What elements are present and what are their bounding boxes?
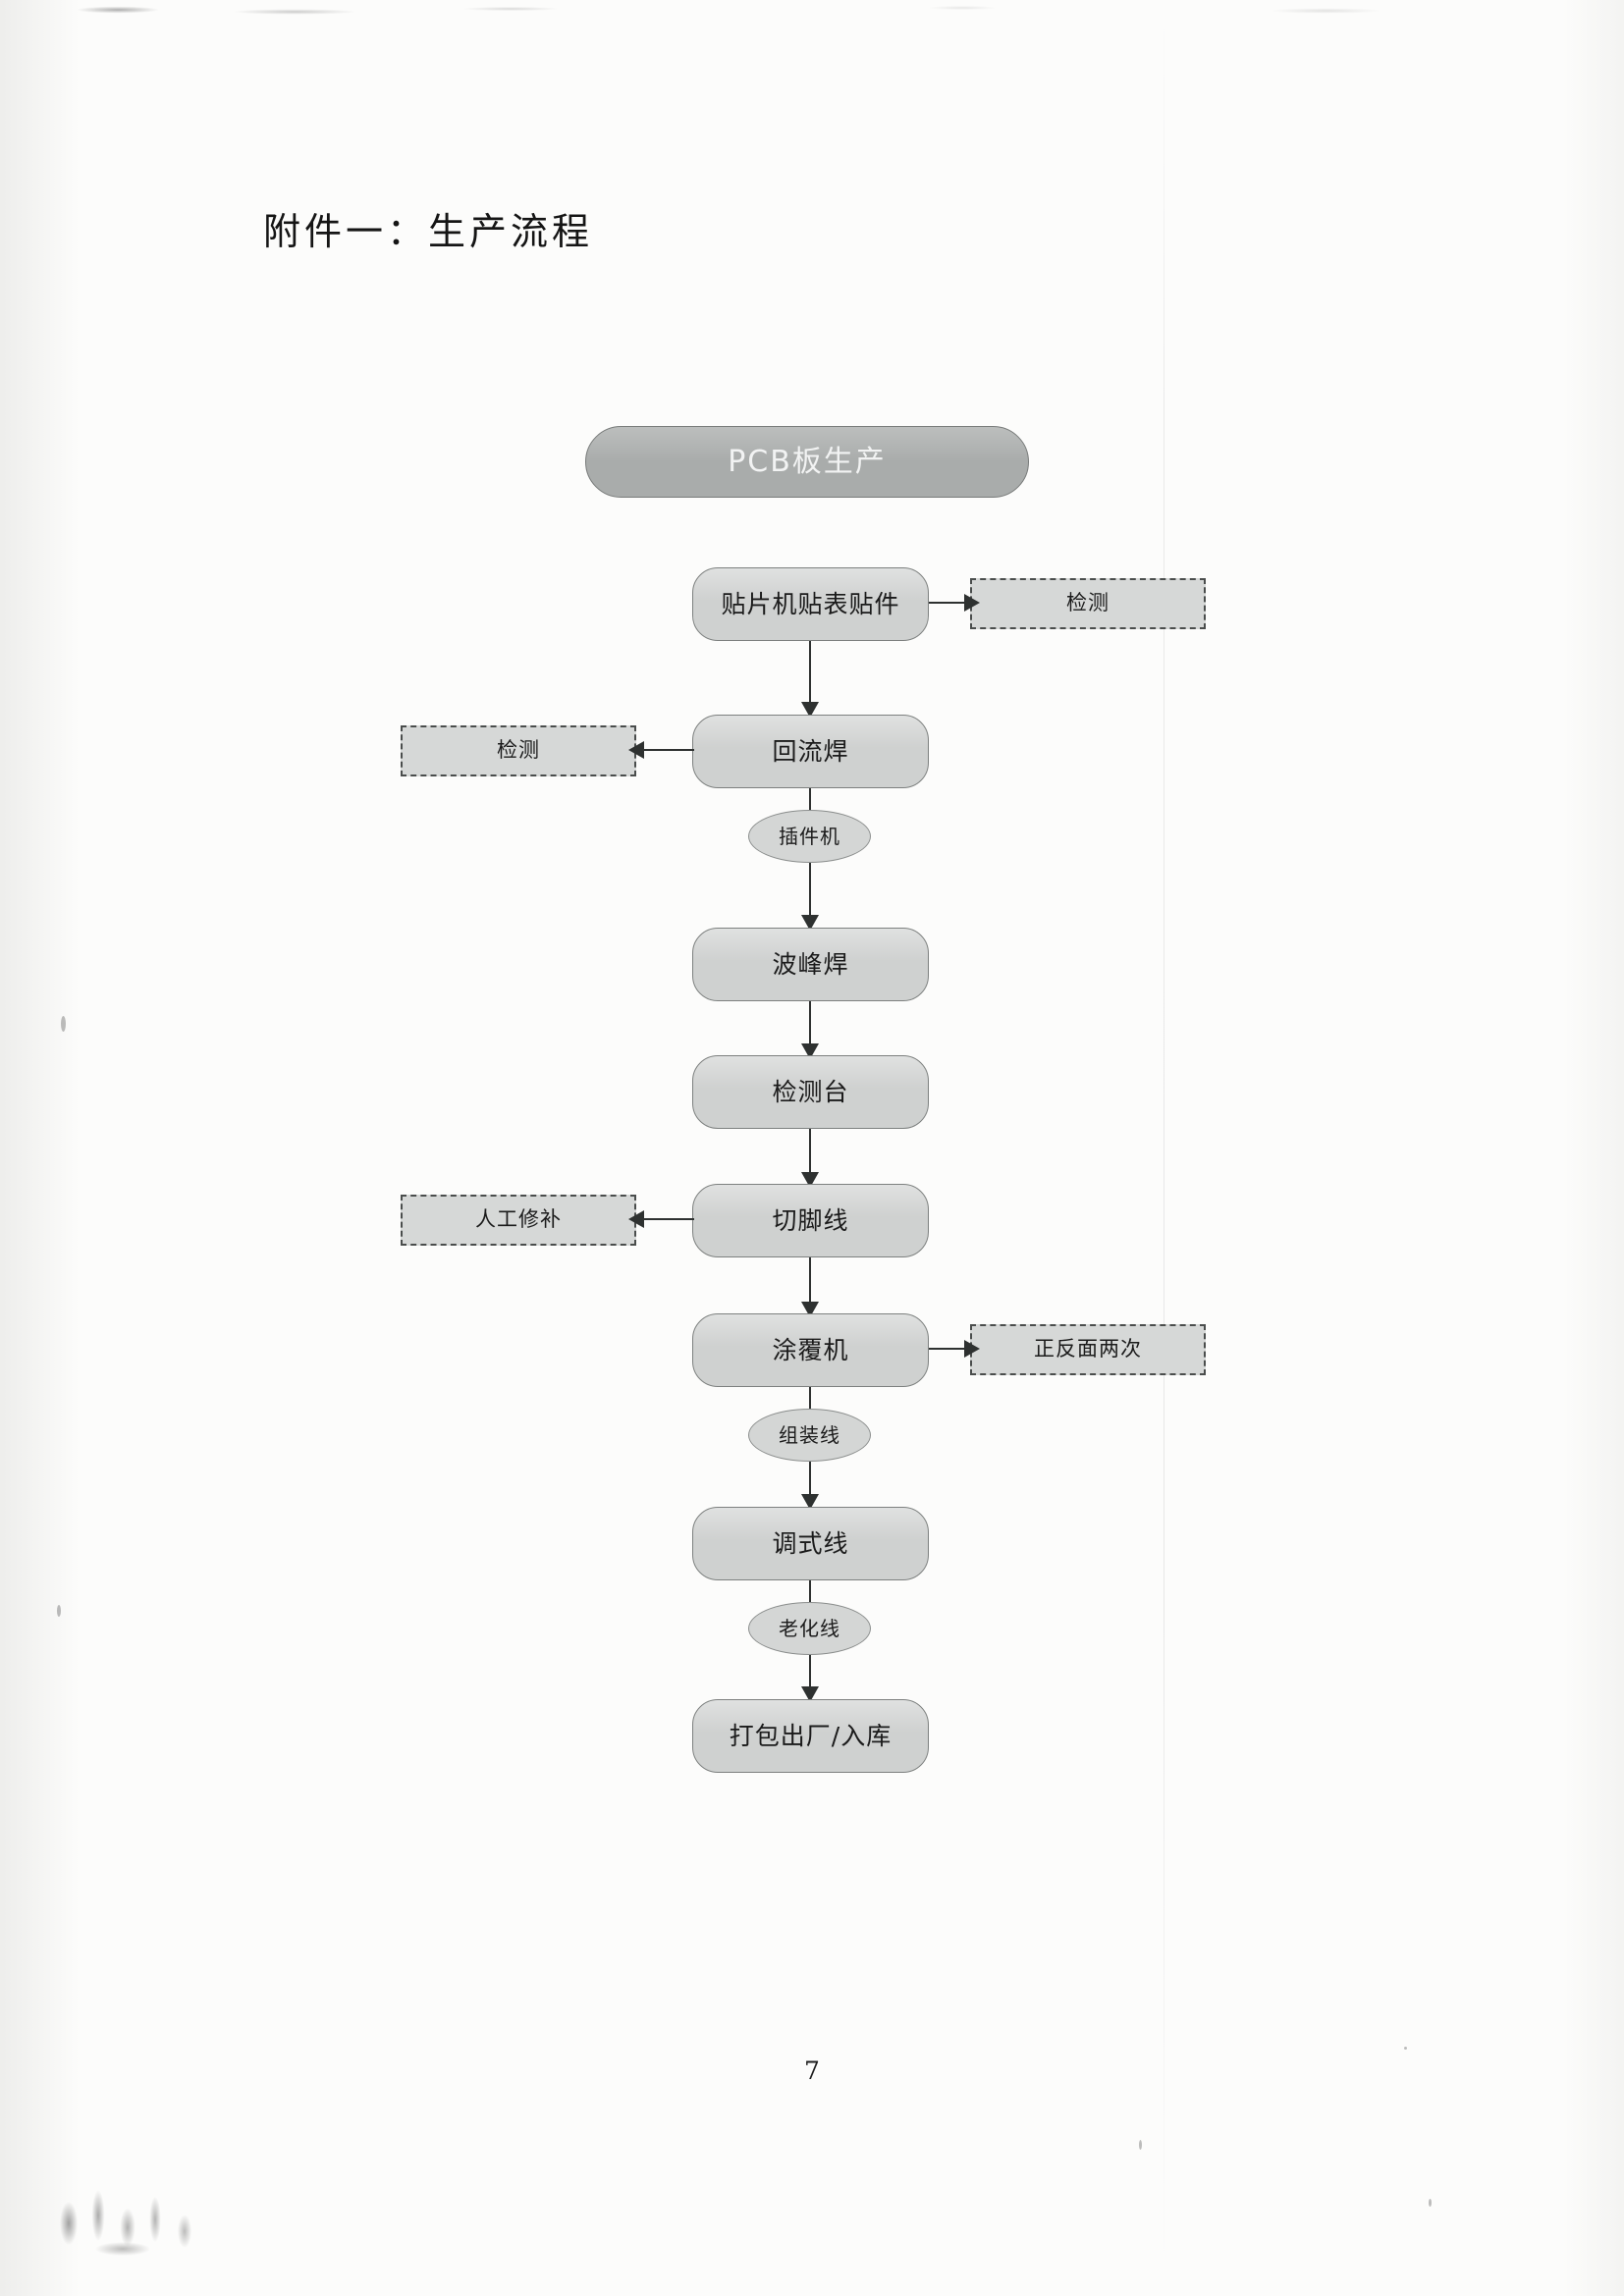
flow-node-wave-soldering[interactable]: 波峰焊 [692, 928, 929, 1001]
connector-smt-to-inspection-1 [929, 602, 966, 605]
flow-node-coating-machine[interactable]: 涂覆机 [692, 1313, 929, 1387]
connector-smt-to-reflow [809, 641, 812, 708]
connector-tuning-to-aging [809, 1580, 812, 1604]
arrowhead-smt-to-reflow [801, 702, 819, 718]
flow-node-packing-shipping-warehouse[interactable]: 打包出厂/入库 [692, 1699, 929, 1773]
flow-node-manual-repair[interactable]: 人工修补 [401, 1195, 636, 1246]
arrowhead-assembly-to-tuning [801, 1494, 819, 1510]
arrowhead-reflow-to-inspection-2 [628, 741, 644, 759]
arrowhead-aging-to-packing [801, 1686, 819, 1702]
connector-inserter-to-wave [809, 863, 812, 924]
connector-inspection-table-to-cutline [809, 1129, 812, 1184]
flow-node-inspection-1[interactable]: 检测 [970, 578, 1206, 629]
connector-reflow-to-inserter [809, 788, 812, 812]
flow-node-aging-line[interactable]: 老化线 [748, 1602, 871, 1655]
flow-node-smt-placement[interactable]: 贴片机贴表贴件 [692, 567, 929, 641]
flow-node-reflow-soldering[interactable]: 回流焊 [692, 715, 929, 788]
arrowhead-smt-to-inspection-1 [964, 594, 980, 612]
connector-aging-to-packing [809, 1655, 812, 1696]
flow-node-assembly-line[interactable]: 组装线 [748, 1409, 871, 1462]
arrowhead-cutline-to-manual-repair [628, 1210, 644, 1228]
connector-assembly-to-tuning [809, 1462, 812, 1503]
connector-coater-to-assembly [809, 1387, 812, 1411]
flow-node-start-pcb-production[interactable]: PCB板生产 [585, 426, 1029, 498]
page-number: 7 [804, 2056, 820, 2085]
page-title: 附件一：生产流程 [263, 210, 594, 253]
flow-node-lead-cutting[interactable]: 切脚线 [692, 1184, 929, 1257]
connector-cutline-to-manual-repair [640, 1218, 694, 1221]
flow-node-both-sides-twice[interactable]: 正反面两次 [970, 1324, 1206, 1375]
connector-cutline-to-coater [809, 1257, 812, 1313]
arrowhead-inserter-to-wave [801, 915, 819, 931]
flow-node-inspection-table[interactable]: 检测台 [692, 1055, 929, 1129]
flow-node-component-inserter[interactable]: 插件机 [748, 810, 871, 863]
connector-wave-to-inspection-table [809, 1001, 812, 1055]
connector-coater-to-both-sides [929, 1348, 966, 1351]
flow-node-tuning-line[interactable]: 调式线 [692, 1507, 929, 1580]
arrowhead-coater-to-both-sides [964, 1340, 980, 1358]
flow-node-inspection-2[interactable]: 检测 [401, 725, 636, 776]
connector-reflow-to-inspection-2 [640, 749, 694, 752]
